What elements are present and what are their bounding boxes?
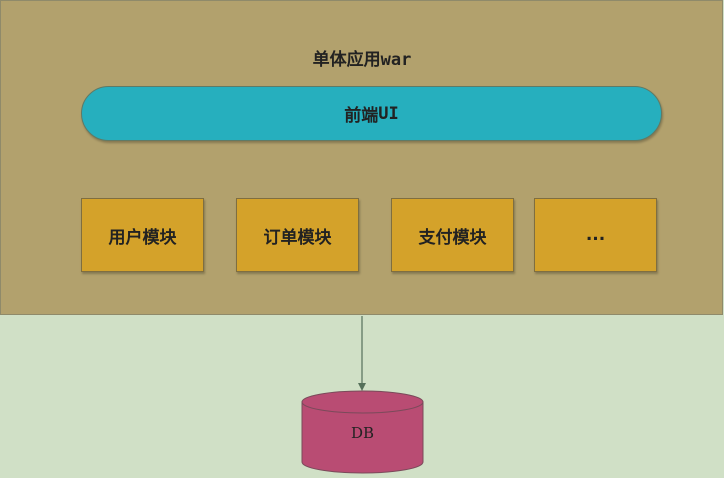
connector-arrow-head [358,383,366,391]
module-user: 用户模块 [81,198,204,272]
container-title-text: 单体应用 [312,50,381,70]
module-order: 订单模块 [236,198,359,272]
database-cylinder-top [301,390,424,414]
container-title-suffix: war [380,50,412,70]
module-payment: 支付模块 [391,198,514,272]
frontend-label-suffix: UI [378,103,399,124]
container-title: 单体应用war [0,45,724,70]
frontend-label: 前端 [344,106,379,126]
module-more: ... [534,198,657,272]
database-cylinder-body [301,402,424,474]
database-label: DB [350,424,375,442]
